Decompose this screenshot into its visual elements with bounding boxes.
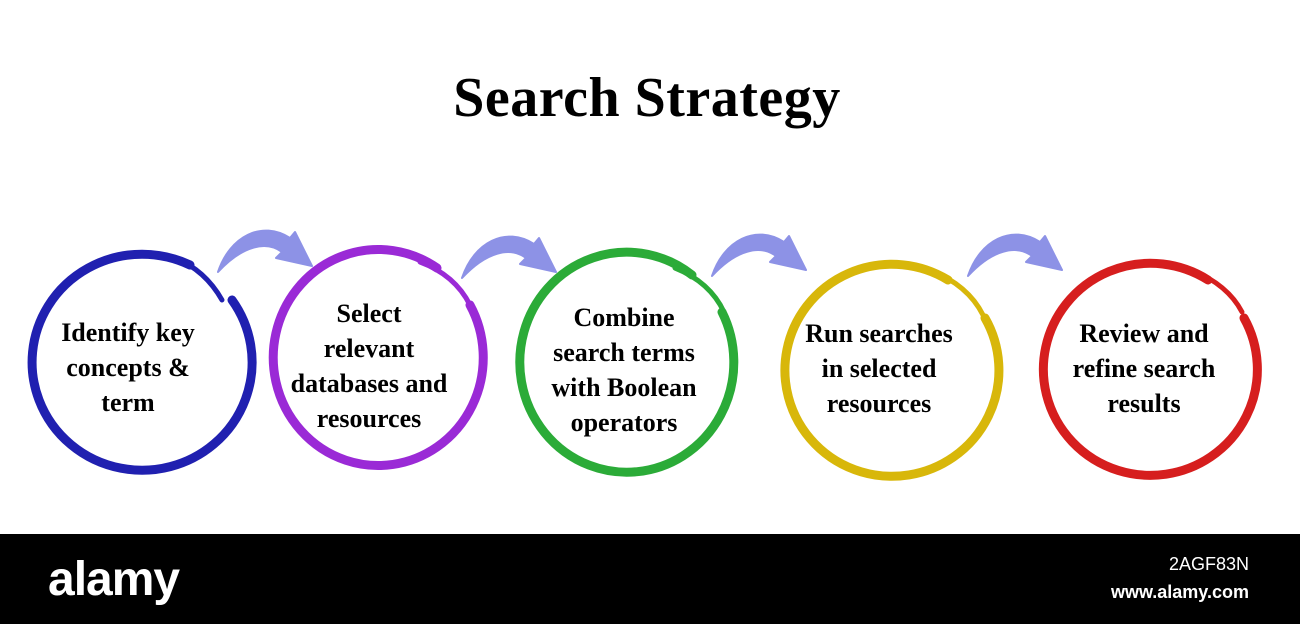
circle-ring-5 [1038, 258, 1262, 480]
circle-tail-1 [172, 255, 225, 303]
step-4-line-2: in selected [821, 354, 937, 383]
step-label-2: Select relevant databases and resources [269, 296, 469, 436]
circle-tail-2 [417, 259, 473, 308]
step-3-line-4: operators [570, 408, 678, 437]
step-2-line-3: databases and [290, 369, 448, 398]
circle-ring-1 [27, 249, 257, 475]
image-id: 2AGF83N [1168, 554, 1249, 574]
step-circle-1 [27, 249, 257, 475]
step-3-line-2: search terms [553, 338, 695, 367]
step-label-5: Review and refine search results [1044, 316, 1244, 421]
step-5-line-1: Review and [1079, 319, 1209, 348]
circle-tail-4 [927, 267, 986, 318]
step-circle-4 [780, 259, 1004, 481]
step-circle-3 [515, 247, 739, 477]
step-3-line-3: with Boolean [551, 373, 697, 402]
circle-ring-3 [515, 247, 739, 477]
step-3-line-1: Combine [573, 303, 675, 332]
step-2-line-1: Select [336, 299, 402, 328]
step-2-line-2: relevant [323, 334, 415, 363]
process-flow [27, 229, 1262, 481]
arrow-1-to-2 [217, 229, 313, 273]
step-circle-2 [268, 245, 488, 471]
step-1-line-2: concepts & [66, 353, 190, 382]
circle-tail-5 [1189, 267, 1245, 315]
step-4-line-3: resources [826, 389, 932, 418]
site-url: www.alamy.com [1110, 582, 1249, 602]
step-1-line-3: term [101, 388, 155, 417]
step-5-line-2: refine search [1072, 354, 1216, 383]
circle-ring-4 [780, 259, 1004, 481]
step-circle-5 [1038, 258, 1262, 480]
step-4-line-1: Run searches [805, 319, 953, 348]
step-label-4: Run searches in selected resources [779, 316, 979, 421]
arrow-4-to-5 [967, 233, 1063, 277]
brand-logo: alamy [48, 553, 180, 606]
arrow-2-to-3 [461, 235, 557, 279]
circle-tail-3 [672, 265, 727, 315]
step-2-line-4: resources [316, 404, 422, 433]
step-5-line-3: results [1107, 389, 1181, 418]
step-label-1: Identify key concepts & term [28, 315, 228, 420]
step-1-line-1: Identify key [61, 318, 195, 347]
watermark-bar: alamy 2AGF83N www.alamy.com [0, 534, 1300, 624]
circle-ring-2 [268, 245, 488, 471]
step-label-3: Combine search terms with Boolean operat… [524, 300, 724, 440]
diagram-title: Search Strategy [453, 67, 841, 129]
arrow-3-to-4 [711, 233, 807, 277]
